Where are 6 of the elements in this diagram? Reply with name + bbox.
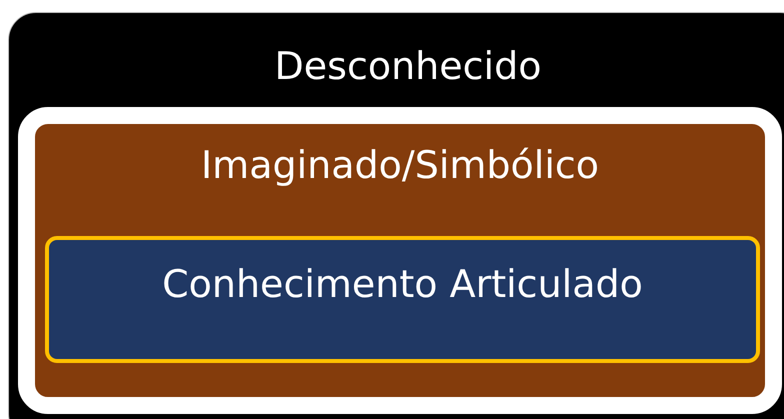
- panel-title: Desconhecido: [274, 43, 542, 89]
- outer-panel: [8, 12, 784, 419]
- inner-panel: [45, 236, 760, 363]
- panel-title: Imaginado/Simbólico: [200, 142, 600, 188]
- panel-title: Conhecimento Articulado: [162, 261, 643, 307]
- middle-panel: [18, 107, 782, 414]
